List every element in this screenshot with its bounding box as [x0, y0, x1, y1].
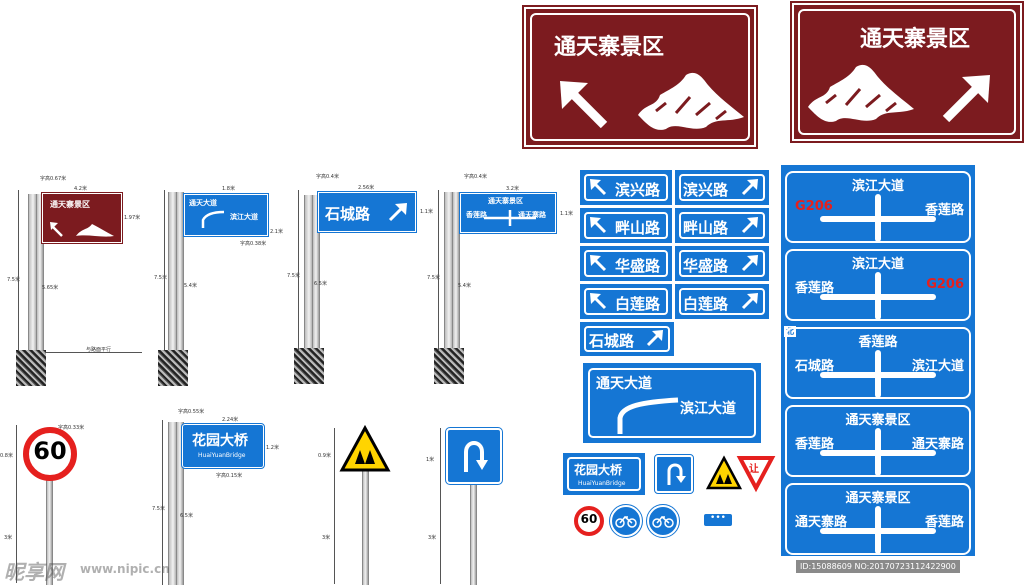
arrow-up-left-icon: [590, 179, 607, 196]
arrow-up-right-icon: [646, 330, 663, 347]
big-sign-left: 通天寨景区: [522, 5, 758, 149]
warning-triangle-icon: [705, 455, 743, 490]
arrow-up-right-icon: [741, 255, 758, 272]
big-sign-right-title: 通天寨景区: [860, 27, 971, 52]
uturn-sign: [445, 427, 503, 485]
bicycle-sign-2: [646, 504, 680, 538]
arrow-up-left-icon: [590, 255, 607, 272]
big-sign-left-title: 通天寨景区: [554, 35, 665, 60]
speed-small-sign: [574, 506, 604, 536]
arrow-up-left-icon: [590, 293, 607, 310]
uturn-icon: [464, 441, 488, 472]
junction-icon: [820, 194, 936, 242]
arrow-up-right-icon: [741, 293, 758, 310]
junction-left-label: 通天寨路: [795, 515, 848, 530]
arrow-up-right-icon: [741, 179, 758, 196]
junction-top-label: 通天寨景区: [845, 413, 911, 428]
junction-right-label: 滨江大道: [911, 359, 964, 374]
uturn-icon: [667, 463, 686, 485]
junction-left-label: 香莲路: [795, 437, 835, 452]
junction-top-label: 通天寨景区: [845, 491, 911, 506]
junction-top-label: 香莲路: [858, 335, 898, 350]
mountain-icon: [638, 72, 744, 130]
bicycle-icon: [652, 515, 674, 528]
arrow-up-right-icon: [942, 75, 990, 123]
shicheng-label: 石城路: [589, 332, 635, 350]
fork-road-icon: [617, 397, 679, 434]
watermark-id: ID:15088609 NO:20170723112422900: [796, 560, 960, 573]
mountain-icon: [808, 64, 914, 122]
junction-left-label: 香莲路: [795, 281, 835, 296]
yield-sign-icon: [736, 456, 776, 493]
tongtian-top: 通天大道: [596, 376, 652, 392]
junction-left-label: 石城路: [795, 359, 835, 374]
junction-icon: [820, 272, 936, 320]
tongtian-sign: [583, 363, 761, 443]
junction-right-label: 香莲路: [924, 515, 964, 530]
arrow-up-right-icon: [741, 217, 758, 234]
arrow-up-left-icon: [590, 217, 607, 234]
junction-icon: [820, 350, 936, 398]
junction-right-label: 通天寨路: [911, 437, 964, 452]
small-dots-sign: [704, 514, 732, 526]
watermark-logo: 昵享网: [4, 560, 64, 584]
yield-label: 让: [749, 464, 759, 475]
junction-right-label: 香莲路: [924, 203, 964, 218]
uturn-small-sign: [654, 454, 694, 494]
junction-right-label: G206: [926, 277, 964, 292]
speed-limit-sign: [23, 427, 77, 481]
watermark-url: www.nipic.cn: [80, 562, 170, 576]
bicycle-sign-1: [609, 504, 643, 538]
warning-triangle-icon: [339, 424, 391, 472]
junction-top-label: 滨江大道: [851, 179, 904, 194]
bicycle-icon: [615, 515, 637, 528]
tongtian-right: 滨江大道: [680, 401, 736, 417]
arrow-up-left-icon: [560, 81, 608, 129]
junction-icon: [820, 428, 936, 476]
big-sign-right: 通天寨景区: [790, 1, 1024, 143]
junction-left-label: G206: [795, 199, 833, 214]
bridge-sign: [563, 453, 645, 495]
junction-top-label: 滨江大道: [851, 257, 904, 272]
junction-icon: [820, 506, 936, 554]
